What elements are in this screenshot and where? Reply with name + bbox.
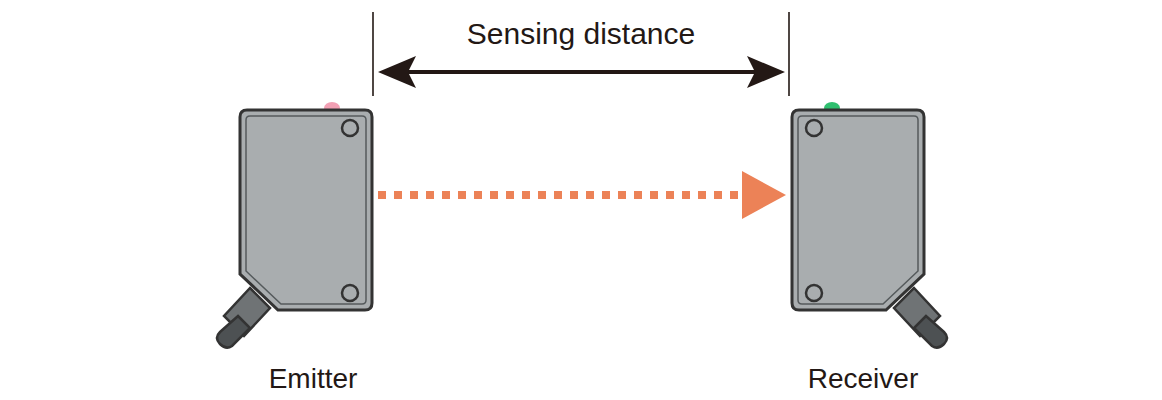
dimension-arrowhead — [378, 56, 416, 88]
sensor-figure — [217, 102, 372, 348]
sensor-body — [240, 110, 372, 310]
sensor-body — [792, 110, 924, 310]
light-beam-arrow — [378, 171, 786, 219]
mounting-hole — [342, 120, 358, 136]
mounting-hole — [806, 285, 822, 301]
sensor-unit: Emitter — [240, 110, 372, 310]
mounting-hole — [342, 285, 358, 301]
sensor-label: Receiver — [805, 362, 921, 396]
housing-bevel — [798, 116, 918, 304]
housing-bevel — [246, 116, 366, 304]
sensor-unit: Receiver — [792, 110, 924, 310]
beam-dots — [378, 191, 742, 199]
cable — [217, 316, 250, 348]
sensor-housing — [240, 110, 372, 310]
sensor-figure — [792, 102, 947, 348]
cable — [914, 316, 947, 348]
dimension-line — [400, 70, 762, 74]
extension-line — [788, 12, 790, 96]
dimension-label: Sensing distance — [463, 16, 700, 52]
mounting-hole — [806, 120, 822, 136]
sensor-label: Emitter — [266, 362, 361, 396]
beam-arrowhead — [742, 171, 786, 219]
dimension-arrowhead — [747, 56, 785, 88]
extension-line — [372, 12, 374, 96]
sensor-housing — [792, 110, 924, 310]
